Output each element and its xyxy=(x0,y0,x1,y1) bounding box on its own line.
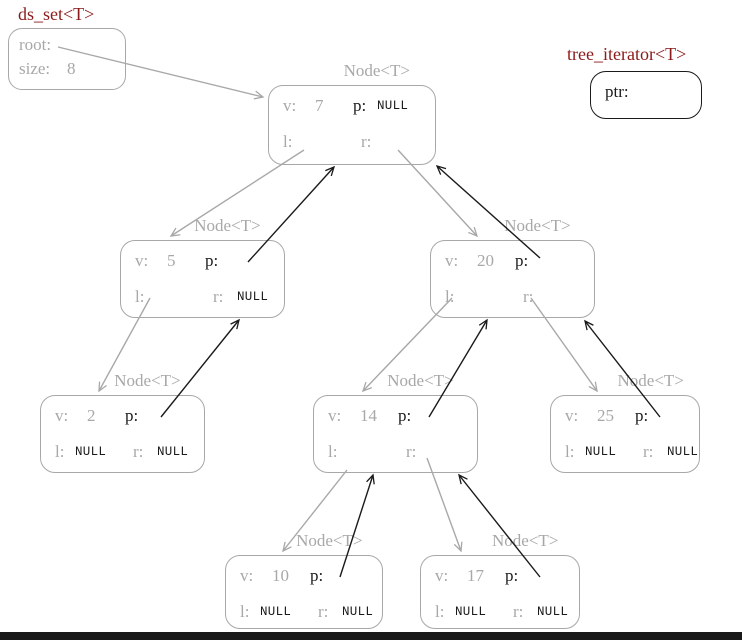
p-label: p: xyxy=(635,406,649,425)
r-label: r: xyxy=(513,602,524,621)
p-label: p: xyxy=(505,566,519,585)
v-value: 10 xyxy=(272,566,289,585)
r-value: NULL xyxy=(667,445,699,459)
node-box: v: 2 p: l: NULL r: NULL xyxy=(40,395,205,473)
ptr-field-label: ptr: xyxy=(605,82,629,101)
tree-node-17: Node<T> v: 17 p: l: NULL r: NULL xyxy=(420,532,580,629)
r-label: r: xyxy=(643,442,654,461)
l-label: l: xyxy=(565,442,575,461)
tree-node-20: Node<T> v: 20 p: l: r: xyxy=(430,217,595,318)
node-box: v: 25 p: l: NULL r: NULL xyxy=(550,395,700,473)
v-value: 25 xyxy=(597,406,614,425)
v-label: v: xyxy=(55,406,69,425)
p-label: p: xyxy=(205,251,219,270)
l-label: l: xyxy=(135,287,145,306)
r-label: r: xyxy=(213,287,224,306)
l-label: l: xyxy=(445,287,455,306)
l-value: NULL xyxy=(260,605,292,619)
r-value: NULL xyxy=(342,605,374,619)
r-label: r: xyxy=(133,442,144,461)
r-label: r: xyxy=(406,442,417,461)
node-box: v: 5 p: l: r: NULL xyxy=(120,240,285,318)
ds-set-box: root: size: 8 xyxy=(8,28,126,90)
v-label: v: xyxy=(445,251,459,270)
node-type-label: Node<T> xyxy=(617,371,684,390)
node-type-label: Node<T> xyxy=(492,531,559,550)
size-field-value: 8 xyxy=(67,59,76,78)
node-type-label: Node<T> xyxy=(387,371,454,390)
tree-node-25: Node<T> v: 25 p: l: NULL r: NULL xyxy=(550,372,700,473)
l-label: l: xyxy=(240,602,250,621)
v-label: v: xyxy=(565,406,579,425)
l-label: l: xyxy=(328,442,338,461)
ds-set-class-label: ds_set<T> xyxy=(18,4,95,24)
l-value: NULL xyxy=(455,605,487,619)
node-box: v: 7 p: NULL l: r: xyxy=(268,85,436,165)
root-field-label: root: xyxy=(19,35,52,54)
v-value: 7 xyxy=(315,96,324,115)
r-value: NULL xyxy=(157,445,189,459)
size-field-label: size: xyxy=(19,59,51,78)
node-box: v: 20 p: l: r: xyxy=(430,240,595,318)
node-type-label: Node<T> xyxy=(194,216,261,235)
r-value: NULL xyxy=(537,605,569,619)
tree-node-5: Node<T> v: 5 p: l: r: NULL xyxy=(120,217,285,318)
tree-node-7: Node<T> v: 7 p: NULL l: r: xyxy=(268,62,436,165)
r-label: r: xyxy=(318,602,329,621)
r-value: NULL xyxy=(237,290,269,304)
node-type-label: Node<T> xyxy=(343,61,410,80)
v-label: v: xyxy=(135,251,149,270)
v-value: 17 xyxy=(467,566,484,585)
l-label: l: xyxy=(55,442,65,461)
p-label: p: xyxy=(310,566,324,585)
node-type-label: Node<T> xyxy=(504,216,571,235)
v-label: v: xyxy=(283,96,297,115)
tree-node-14: Node<T> v: 14 p: l: r: xyxy=(313,372,478,473)
v-label: v: xyxy=(240,566,254,585)
node-box: v: 14 p: l: r: xyxy=(313,395,478,473)
v-label: v: xyxy=(328,406,342,425)
v-value: 2 xyxy=(87,406,96,425)
v-value: 5 xyxy=(167,251,176,270)
p-label: p: xyxy=(398,406,412,425)
p-label: p: xyxy=(353,96,367,115)
r-label: r: xyxy=(361,132,372,151)
tree-iterator-class-label: tree_iterator<T> xyxy=(567,44,687,64)
tree-node-10: Node<T> v: 10 p: l: NULL r: NULL xyxy=(225,532,383,629)
p-label: p: xyxy=(125,406,139,425)
l-label: l: xyxy=(435,602,445,621)
v-value: 20 xyxy=(477,251,494,270)
p-label: p: xyxy=(515,251,529,270)
bottom-window-bar xyxy=(0,632,742,640)
v-value: 14 xyxy=(360,406,377,425)
l-value: NULL xyxy=(75,445,107,459)
r-label: r: xyxy=(523,287,534,306)
p-value: NULL xyxy=(377,99,409,113)
node-box: v: 17 p: l: NULL r: NULL xyxy=(420,555,580,629)
node-box: v: 10 p: l: NULL r: NULL xyxy=(225,555,383,629)
l-label: l: xyxy=(283,132,293,151)
l-value: NULL xyxy=(585,445,617,459)
tree-iterator-box: ptr: xyxy=(590,71,702,119)
node-type-label: Node<T> xyxy=(114,371,181,390)
v-label: v: xyxy=(435,566,449,585)
tree-node-2: Node<T> v: 2 p: l: NULL r: NULL xyxy=(40,372,205,473)
